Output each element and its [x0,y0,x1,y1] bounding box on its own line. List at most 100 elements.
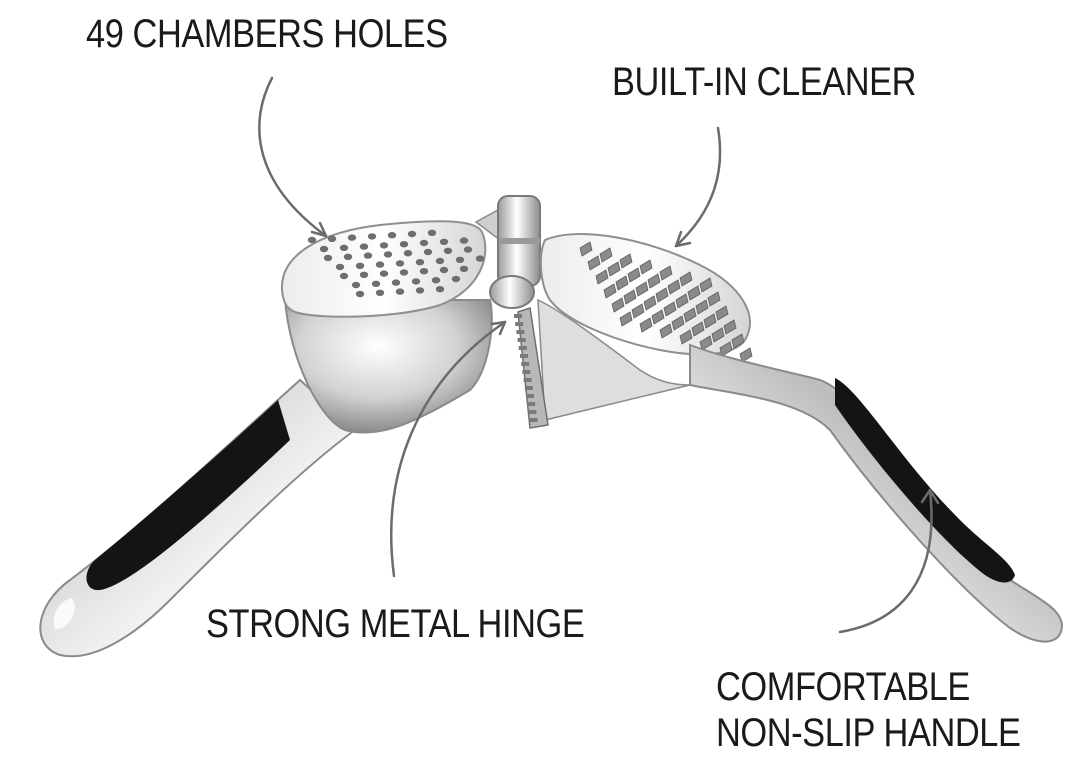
chamber-holes [307,229,485,298]
cleaner-spike [611,297,625,313]
left-grip [86,400,290,591]
cleaner-spike [647,273,661,289]
cleaner-tooth [526,394,534,398]
cleaner-spike [655,287,669,303]
chamber-hole [463,246,473,253]
chamber-hole [339,244,349,251]
cleaner-tooth [516,330,525,334]
chamber-hole [395,260,405,267]
chamber-hole [363,252,373,259]
cleaner-spike [723,319,737,335]
cleaner-tooth [527,402,536,406]
cleaner-spike [627,267,641,283]
cleaner-spike [731,333,745,349]
cleaner-spike [607,261,621,277]
chamber-hole [347,234,357,241]
cleaner-spike [595,269,609,285]
cleaner-spike [579,241,593,257]
cleaner-tooth [521,362,530,366]
chamber-hole [371,280,381,287]
chamber-hole [451,275,461,283]
chamber-hole [407,230,417,238]
chamber-hole [307,236,317,244]
chamber-hole [415,287,425,294]
chamber-hole [375,289,385,296]
cleaner-spike [695,299,709,315]
label-chamber-holes: 49 CHAMBERS HOLES [86,12,448,56]
chamber-hole [439,266,449,274]
cleaner-spike [659,265,673,281]
label-built-in-cleaner: BUILT-IN CLEANER [612,60,917,104]
callout-arrows [258,76,940,634]
cleaner-spike [615,275,629,291]
cleaner-spike [603,283,617,299]
cleaner-spike [651,309,665,325]
chamber-hole [419,239,429,247]
chamber-hole [383,251,393,258]
perforated-plate [280,220,487,318]
cleaner-spike [703,313,717,329]
arrow-hinge [390,320,507,578]
cleaner-tooth [529,418,538,422]
chamber-hole [367,233,377,240]
cleaner-tooth [524,386,533,390]
chamber-hole [427,229,437,236]
chamber-hole [399,269,409,276]
cleaner-spike [679,271,693,287]
cleaner-spike [715,305,729,321]
metal-hinge [474,195,541,309]
label-handle-line2: NON-SLIP HANDLE [716,711,1021,755]
arrow-holes [258,76,328,238]
cleaner-spike [683,307,697,323]
cleaner-spike [699,335,713,351]
chamber-hole [439,238,449,245]
chamber-hole [395,288,405,295]
chamber-hole [415,259,425,266]
cleaner-spike [691,321,705,337]
chamber-hole [391,279,401,286]
cleaner-spike [631,303,645,319]
chamber-hole [419,268,429,275]
cleaner-spike [663,301,677,317]
arrow-cleaner [674,126,722,248]
chamber-hole [387,232,397,239]
chamber-hole [379,270,389,277]
chamber-hole [423,248,433,256]
chamber-hole [355,290,365,298]
chamber-hole [339,272,349,280]
cleaner-tooth [514,314,522,318]
cleaner-tooth [520,354,528,358]
cleaner-teeth [514,314,538,422]
cleaner-spike [635,281,649,297]
chamber-hole [431,277,441,284]
cleaner-tooth [515,322,524,326]
right-handle [689,343,1064,643]
chamber-hole [343,253,353,260]
chamber-hole [435,286,445,293]
cleaner-tooth [528,410,537,414]
cleaner-tooth [517,338,526,342]
cleaner-spike [739,347,753,363]
cleaner-spike [679,329,693,345]
chamber-hole [375,261,385,268]
cleaner-spike [587,255,601,271]
cleaner-spike [643,295,657,311]
chamber-hole [335,263,345,271]
chamber-hole [435,257,445,265]
cleaner-tooth [522,370,531,374]
chamber-hole [459,265,469,272]
cleaner-spike [719,341,733,357]
cleaner-spike [687,285,701,301]
cleaner-spike [639,259,653,275]
cleaner-spikes [579,241,753,363]
cleaner-spike [711,327,725,343]
right-grip [835,378,1015,583]
cleaner-spike [623,289,637,305]
chamber-hole [323,254,333,262]
chamber-hole [455,256,465,263]
label-non-slip-handle: COMFORTABLE NON-SLIP HANDLE [716,664,1021,756]
chamber-hole [403,250,413,257]
chamber-hole [459,237,469,244]
right-plunger [514,233,753,429]
